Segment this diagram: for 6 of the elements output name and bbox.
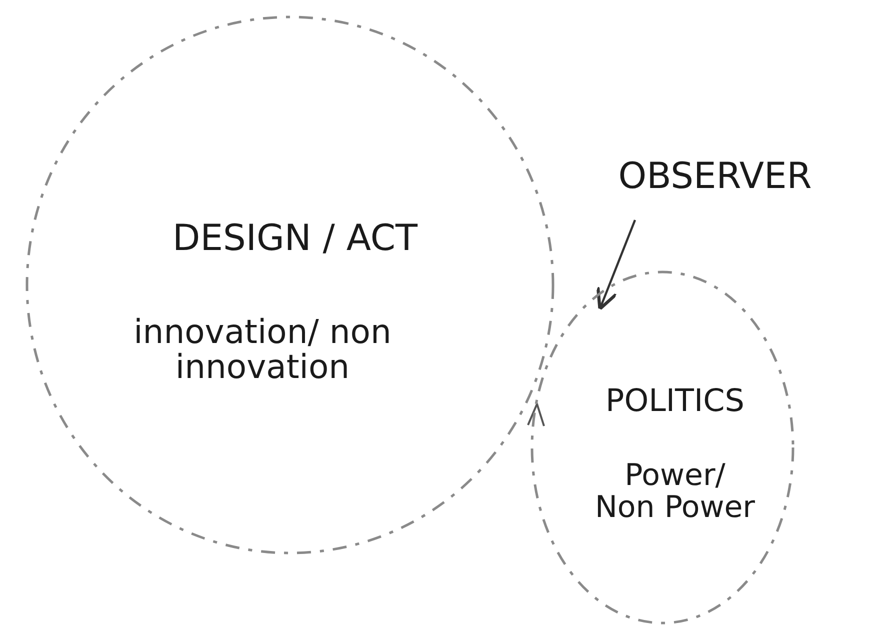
heading-text: OBSERVER [617,158,813,196]
body-text: Power/ Non Power [594,460,756,523]
body-text: innovation/ non innovation [132,315,392,384]
arrow [596,220,636,311]
heading-text: DESIGN / ACT [172,220,419,258]
heading-text: POLITICS [604,385,746,418]
